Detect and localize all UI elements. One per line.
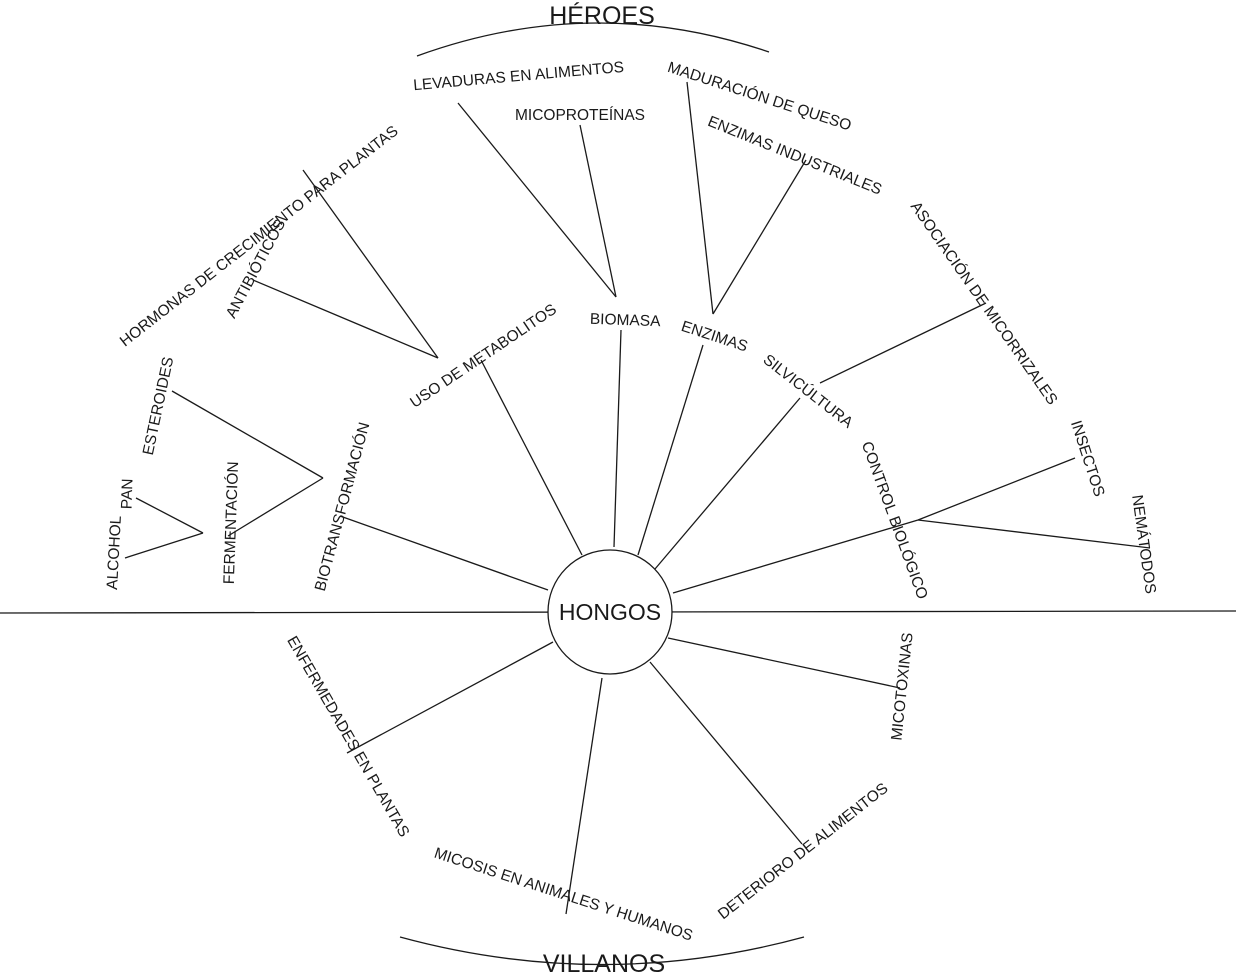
branch-nematodos	[917, 519, 1151, 549]
label-enzimas: ENZIMAS	[679, 318, 750, 355]
label-industriales: ENZIMAS INDUSTRIALES	[705, 113, 884, 198]
branch-industriales	[712, 159, 807, 315]
spoke-control-biologico	[672, 519, 919, 594]
spoke-deterioro	[649, 661, 803, 845]
branch-hormonas	[302, 169, 439, 359]
label-esteroides: ESTEROIDES	[140, 355, 177, 456]
label-nematodos: NEMÁTODOS	[1128, 494, 1159, 595]
villains-title: VILLANOS	[543, 950, 665, 975]
branch-esteroides	[171, 390, 324, 479]
branch-alcohol	[124, 532, 204, 559]
branch-pan	[135, 497, 204, 534]
label-silvicultura: SILVICÚLTURA	[760, 351, 857, 432]
spoke-micosis	[565, 677, 603, 915]
label-micoproteinas: MICOPROTEÍNAS	[515, 107, 645, 124]
spoke-biomasa	[613, 329, 622, 548]
center-label: HONGOS	[559, 599, 661, 625]
spoke-uso-metabolitos	[480, 359, 583, 556]
label-enfermedades: ENFERMEDADES EN PLANTAS	[283, 633, 412, 840]
branch-fermentacion	[227, 477, 324, 537]
label-pan: PAN	[118, 478, 136, 509]
branch-micoproteinas	[579, 124, 617, 298]
spoke-silvicultura	[654, 397, 801, 570]
branch-antibioticos	[252, 279, 439, 359]
heroes-title: HÉROES	[549, 1, 655, 30]
villains-arc	[399, 936, 805, 966]
label-fermentacion: FERMENTACIÓN	[221, 461, 242, 584]
center-node	[547, 549, 673, 675]
label-levaduras: LEVADURAS EN ALIMENTOS	[413, 59, 625, 94]
branch-maduracion	[686, 81, 714, 315]
label-alcohol: ALCOHOL	[104, 515, 125, 590]
branch-levaduras	[457, 102, 617, 298]
label-biotransformacion: BIOTRANSFORMACIÓN	[312, 421, 373, 593]
heroes-arc	[416, 22, 770, 57]
label-biomasa: BIOMASA	[590, 311, 662, 330]
label-uso-metabolitos: USO DE METABOLITOS	[407, 301, 560, 412]
spoke-enzimas	[637, 344, 704, 556]
label-maduracion: MADURACIÓN DE QUESO	[665, 59, 853, 135]
label-hormonas: HORMONAS DE CRECIMIENTO PARA PLANTAS	[117, 123, 402, 351]
spoke-enfermedades	[346, 641, 554, 754]
spoke-biotransformacion	[339, 515, 549, 591]
branch-insectos	[917, 457, 1076, 521]
label-deterioro: DETERIORO DE ALIMENTOS	[715, 780, 892, 923]
label-micosis: MICOSIS EN ANIMALES Y HUMANOS	[432, 845, 695, 945]
branch-micorrizales	[819, 302, 987, 384]
spoke-micotoxinas	[667, 637, 901, 689]
label-micorrizales: ASOCIACIÓN DE MICORRIZALES	[907, 199, 1061, 408]
